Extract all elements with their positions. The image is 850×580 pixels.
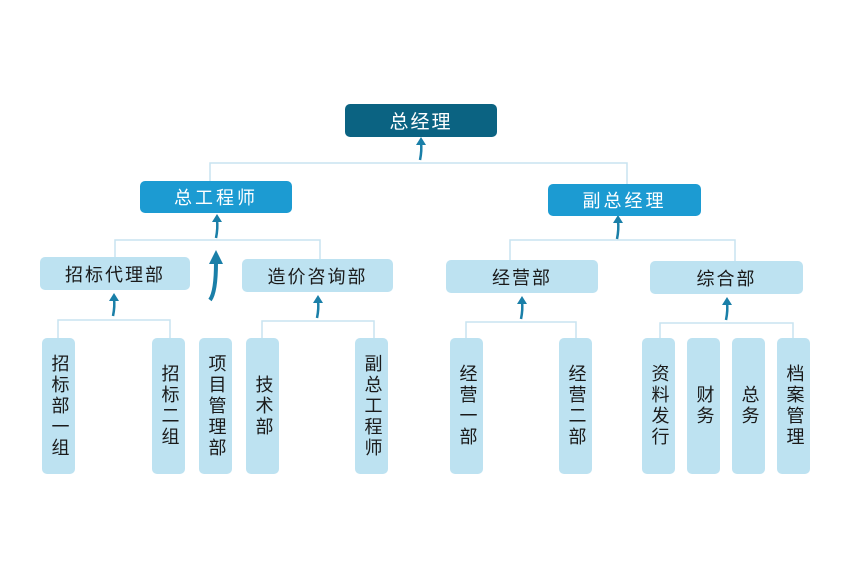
- connector-line: [209, 162, 628, 184]
- connector-line: [114, 239, 321, 259]
- node-technical-dept: 技术部: [246, 338, 279, 474]
- node-business-dept-2: 经营二部: [559, 338, 592, 474]
- node-business-dept: 经营部: [446, 260, 598, 293]
- connector-line: [465, 321, 577, 338]
- arrow-icon: [109, 293, 119, 317]
- node-general-services: 总务: [732, 338, 765, 474]
- node-deputy-chief-engineer: 副总工程师: [355, 338, 388, 474]
- node-business-dept-1: 经营一部: [450, 338, 483, 474]
- node-finance: 财务: [687, 338, 720, 474]
- node-general-manager: 总经理: [345, 104, 497, 137]
- node-cost-consulting-dept: 造价咨询部: [242, 259, 393, 292]
- node-bidding-group-2: 招标二组: [152, 338, 185, 474]
- node-project-management-dept: 项目管理部: [199, 338, 232, 474]
- arrow-icon: [313, 295, 323, 319]
- arrow-icon: [517, 296, 527, 320]
- arrow-icon: [613, 215, 623, 240]
- connector-line: [57, 319, 171, 338]
- node-archive-management: 档案管理: [777, 338, 810, 474]
- node-chief-engineer: 总工程师: [140, 181, 292, 213]
- connector-line: [659, 322, 794, 338]
- connector-line: [509, 239, 736, 261]
- arrow-icon: [722, 297, 732, 321]
- arrow-icon: [212, 214, 222, 239]
- node-document-issuance: 资料发行: [642, 338, 675, 474]
- node-bidding-agency-dept: 招标代理部: [40, 257, 190, 290]
- node-bidding-group-1: 招标部一组: [42, 338, 75, 474]
- node-deputy-general-manager: 副总经理: [548, 184, 701, 216]
- connector-line: [261, 320, 375, 338]
- node-general-affairs-dept: 综合部: [650, 261, 803, 294]
- arrow-icon: [416, 137, 426, 161]
- big-arrow-icon: [208, 250, 223, 302]
